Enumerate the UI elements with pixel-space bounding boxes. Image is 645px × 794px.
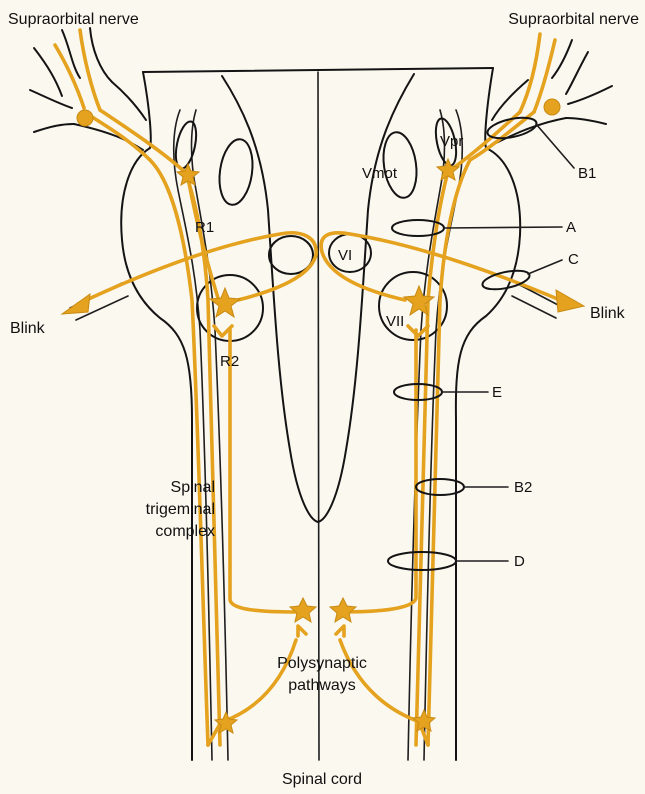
left-ganglion-cell-icon (77, 110, 93, 126)
label-a: A (566, 219, 576, 236)
right-ganglion-cell-icon (544, 99, 560, 115)
brainstem-outline (30, 28, 612, 760)
left-polysynaptic-neuron-icon (290, 598, 316, 622)
label-polysynaptic-line1: Polysynaptic (277, 655, 367, 672)
label-supraorbital-right: Supraorbital nerve (508, 11, 639, 28)
label-vii: VII (386, 313, 404, 330)
label-r1: R1 (195, 219, 214, 236)
label-vi: VI (338, 247, 352, 264)
label-b1: B1 (578, 165, 596, 182)
label-vpr: Vpr (440, 133, 463, 150)
label-e: E (492, 384, 502, 401)
label-d: D (514, 553, 525, 570)
blink-arrows (62, 290, 584, 314)
right-polysynaptic-neuron-icon (330, 598, 356, 622)
label-spinal-line2: trigeminal (146, 501, 215, 518)
label-spinal-line1: Spinal (171, 479, 215, 496)
label-spinal-line3: complex (155, 523, 215, 540)
right-blink-arrow-icon (556, 290, 584, 312)
label-r2: R2 (220, 353, 239, 370)
label-vmot: Vmot (362, 165, 398, 182)
label-polysynaptic-line2: pathways (288, 677, 356, 694)
label-spinal-cord: Spinal cord (282, 771, 362, 788)
label-blink-right: Blink (590, 305, 626, 322)
label-b2: B2 (514, 479, 532, 496)
label-c: C (568, 251, 579, 268)
left-blink-arrow-icon (62, 294, 90, 314)
label-supraorbital-left: Supraorbital nerve (8, 11, 139, 28)
label-blink-left: Blink (10, 320, 46, 337)
diagram-labels: Supraorbital nerve Supraorbital nerve Vp… (8, 11, 639, 788)
